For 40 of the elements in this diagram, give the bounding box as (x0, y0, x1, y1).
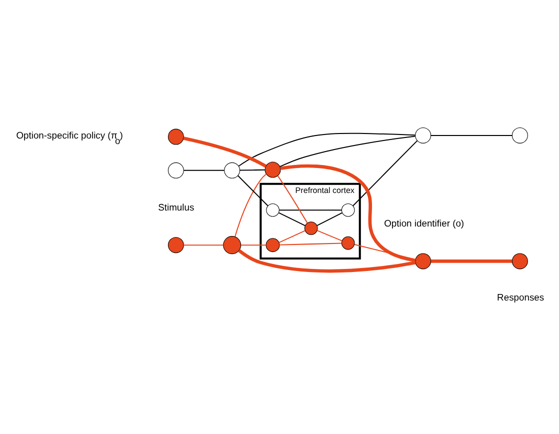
node-circle (264, 161, 281, 178)
node-circle (168, 162, 184, 178)
connector (279, 209, 342, 210)
node-circle (415, 252, 432, 269)
connector (234, 173, 267, 236)
node-circle (223, 236, 242, 254)
connector (278, 212, 306, 226)
node-circle (341, 202, 355, 216)
connector (317, 230, 342, 241)
connector (280, 164, 416, 262)
connector (316, 212, 342, 226)
connector (238, 132, 416, 166)
connector (279, 230, 306, 242)
node-circle (266, 238, 280, 252)
connector (430, 134, 512, 136)
node-circle (512, 126, 528, 143)
node-circle (341, 236, 355, 250)
connector (352, 140, 418, 206)
connector (238, 248, 416, 272)
node-circle (168, 128, 184, 144)
connector (354, 243, 416, 260)
node-circle (266, 202, 280, 216)
connector (280, 135, 416, 167)
connector (183, 136, 267, 168)
node-circle (304, 221, 318, 234)
connector (430, 259, 512, 262)
connector (238, 174, 268, 206)
connector (279, 242, 342, 245)
node-circle (512, 252, 528, 269)
connector (240, 168, 265, 170)
connector (277, 175, 308, 223)
connector (184, 169, 224, 170)
connector (184, 244, 224, 246)
label: Option identifier (o) (384, 217, 464, 228)
node-circle (224, 162, 240, 178)
label: Responses (497, 291, 544, 302)
label: Stimulus (158, 201, 194, 212)
connector (240, 244, 266, 246)
node-circle (168, 236, 184, 253)
node-circle (415, 126, 432, 143)
